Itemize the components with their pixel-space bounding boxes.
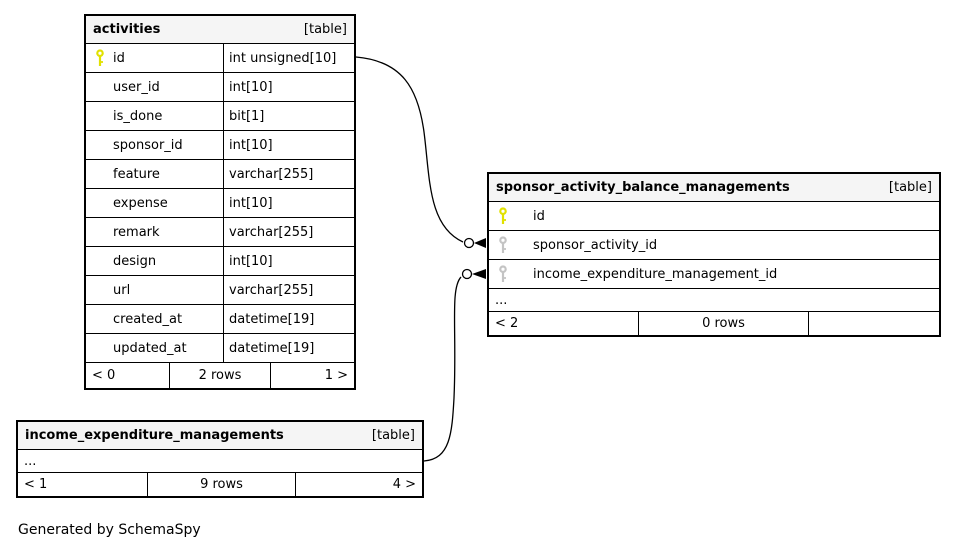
- primary-key-icon: [86, 49, 113, 67]
- relationship-line-activities-to-sponsor-activity-id: [355, 56, 486, 249]
- arrowhead-icon: [472, 269, 486, 279]
- column-type: int[10]: [229, 253, 273, 269]
- arrowhead-icon: [474, 238, 486, 248]
- column-type: int[10]: [229, 79, 273, 95]
- table-title: activities: [93, 22, 161, 37]
- row-count: 2 rows: [170, 363, 271, 388]
- table-node-income-expenditure-managements[interactable]: income_expenditure_managements [table] .…: [16, 420, 424, 498]
- column-type: bit[1]: [229, 108, 265, 124]
- column-name: expense: [113, 195, 168, 211]
- table-header: sponsor_activity_balance_managements [ta…: [489, 174, 939, 202]
- pager-next: 4 >: [392, 477, 416, 492]
- table-row: sponsor_activity_id: [489, 231, 939, 260]
- column-type: varchar[255]: [229, 282, 314, 298]
- row-count: 0 rows: [639, 312, 809, 335]
- table-pager-footer: < 0 2 rows 1 >: [86, 363, 354, 388]
- column-name: feature: [113, 166, 160, 182]
- table-row: url varchar[255]: [86, 276, 354, 305]
- table-header: income_expenditure_managements [table]: [18, 422, 422, 450]
- table-tag: [table]: [888, 180, 932, 195]
- column-name: sponsor_activity_id: [533, 237, 658, 253]
- foreign-key-icon: [489, 265, 533, 283]
- column-name: design: [113, 253, 157, 269]
- table-row: sponsor_id int[10]: [86, 131, 354, 160]
- table-pager-footer: < 2 0 rows: [489, 312, 939, 335]
- column-type: varchar[255]: [229, 224, 314, 240]
- column-type: varchar[255]: [229, 166, 314, 182]
- table-row: updated_at datetime[19]: [86, 334, 354, 363]
- column-name: sponsor_id: [113, 137, 183, 153]
- foreign-key-icon: [489, 236, 533, 254]
- table-row: expense int[10]: [86, 189, 354, 218]
- column-type: int[10]: [229, 195, 273, 211]
- pager-next: [809, 312, 939, 335]
- table-row: created_at datetime[19]: [86, 305, 354, 334]
- table-pager-footer: < 1 9 rows 4 >: [18, 473, 422, 496]
- column-type: int[10]: [229, 137, 273, 153]
- column-type: datetime[19]: [229, 340, 315, 356]
- pager-prev: < 0: [86, 363, 170, 388]
- table-tag: [table]: [303, 22, 347, 37]
- table-row: id int unsigned[10]: [86, 44, 354, 73]
- table-row: remark varchar[255]: [86, 218, 354, 247]
- table-row: feature varchar[255]: [86, 160, 354, 189]
- pager-next: 1 >: [324, 368, 348, 383]
- table-row: design int[10]: [86, 247, 354, 276]
- column-name: created_at: [113, 311, 183, 327]
- column-name: updated_at: [113, 340, 187, 356]
- table-row: income_expenditure_management_id: [489, 260, 939, 289]
- table-node-sponsor-activity-balance-managements[interactable]: sponsor_activity_balance_managements [ta…: [487, 172, 941, 337]
- pager-prev: < 1: [18, 473, 148, 496]
- zero-cardinality-circle: [463, 237, 475, 249]
- table-row: user_id int[10]: [86, 73, 354, 102]
- pager-prev: < 2: [489, 312, 639, 335]
- column-name: remark: [113, 224, 160, 240]
- column-name: url: [113, 282, 131, 298]
- column-name: id: [533, 208, 545, 224]
- column-name: income_expenditure_management_id: [533, 266, 778, 282]
- relationship-line-iem-to-income-expenditure-management-id: [423, 268, 486, 462]
- table-row: id: [489, 202, 939, 231]
- primary-key-icon: [489, 207, 533, 225]
- zero-cardinality-circle: [461, 268, 473, 280]
- generator-note: Generated by SchemaSpy: [18, 522, 201, 538]
- table-tag: [table]: [371, 428, 415, 443]
- column-name: user_id: [113, 79, 160, 95]
- column-type: int unsigned[10]: [229, 50, 337, 66]
- hidden-columns-ellipsis: ...: [489, 289, 939, 312]
- table-node-activities[interactable]: activities [table] id int unsigned[10] u…: [84, 14, 356, 390]
- table-header: activities [table]: [86, 16, 354, 44]
- table-row: is_done bit[1]: [86, 102, 354, 131]
- column-name: is_done: [113, 108, 163, 124]
- column-name: id: [113, 50, 125, 66]
- table-title: income_expenditure_managements: [25, 428, 284, 443]
- row-count: 9 rows: [148, 473, 296, 496]
- hidden-columns-ellipsis: ...: [18, 450, 422, 473]
- column-type: datetime[19]: [229, 311, 315, 327]
- table-title: sponsor_activity_balance_managements: [496, 180, 790, 195]
